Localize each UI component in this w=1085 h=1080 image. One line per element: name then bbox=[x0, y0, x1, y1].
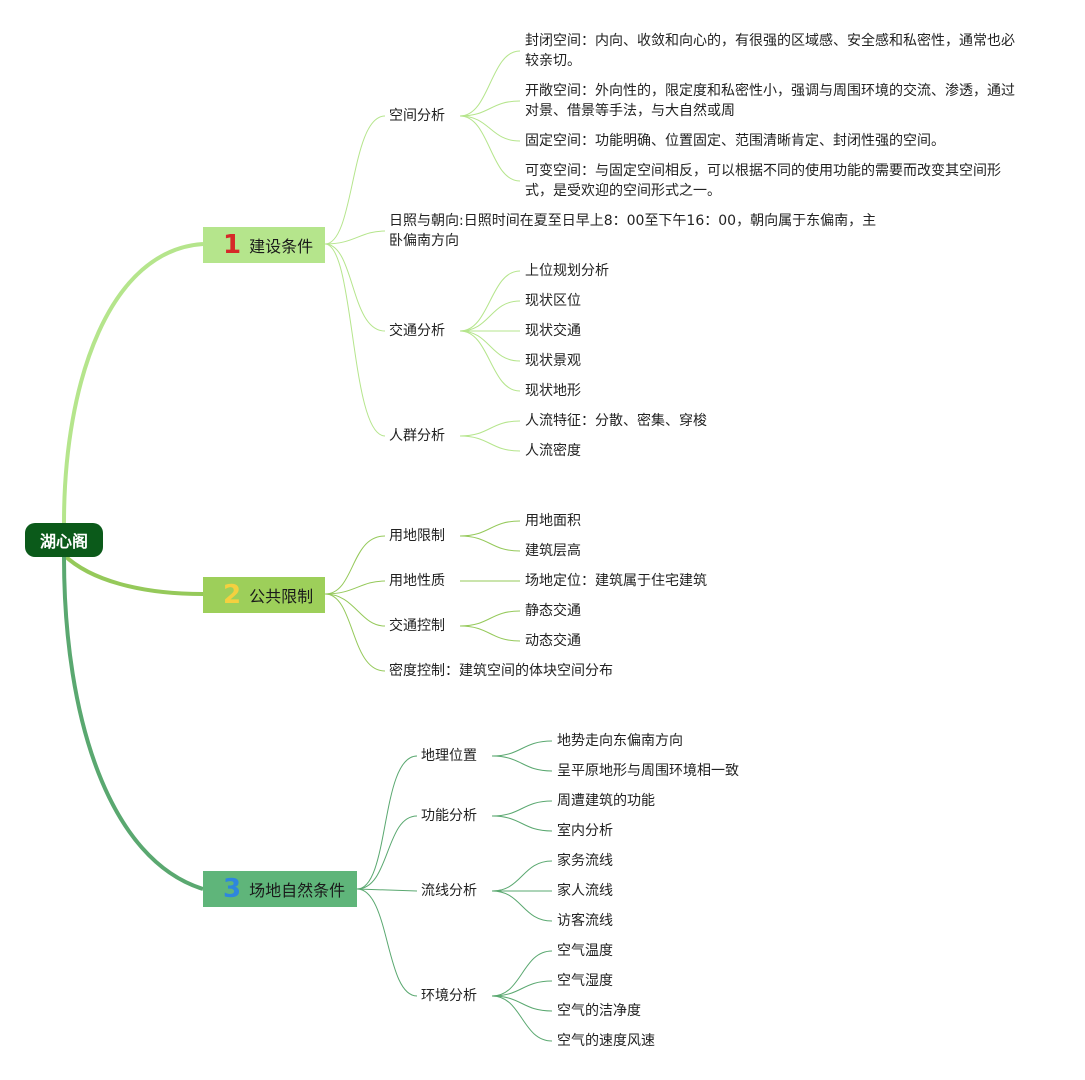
topic-space-analysis[interactable]: 空间分析 bbox=[389, 108, 445, 124]
branch-node-3[interactable]: 3 场地自然条件 bbox=[203, 871, 357, 907]
leaf-variable-space[interactable]: 可变空间：与固定空间相反，可以根据不同的使用功能的需要而改变其空间形式，是受欢迎… bbox=[525, 163, 1001, 199]
leaf-site-position[interactable]: 场地定位：建筑属于住宅建筑 bbox=[525, 573, 707, 589]
leaf-surrounding-function[interactable]: 周遭建筑的功能 bbox=[557, 793, 655, 809]
leaf-crowd-density[interactable]: 人流密度 bbox=[525, 443, 581, 459]
leaf-family-flow[interactable]: 家人流线 bbox=[557, 883, 613, 899]
leaf-closed-space[interactable]: 封闭空间：内向、收敛和向心的，有很强的区域感、安全感和私密性，通常也必较亲切。 bbox=[525, 33, 1015, 69]
topic-flow-analysis[interactable]: 流线分析 bbox=[421, 883, 477, 899]
topic-environment-analysis[interactable]: 环境分析 bbox=[421, 988, 477, 1004]
root-node[interactable]: 湖心阁 bbox=[25, 523, 103, 557]
leaf-visitor-flow[interactable]: 访客流线 bbox=[557, 913, 613, 929]
leaf-static-traffic[interactable]: 静态交通 bbox=[525, 603, 581, 619]
topic-crowd-analysis[interactable]: 人群分析 bbox=[389, 428, 445, 444]
leaf-upper-planning[interactable]: 上位规划分析 bbox=[525, 263, 609, 279]
leaf-air-cleanliness[interactable]: 空气的洁净度 bbox=[557, 1003, 641, 1019]
leaf-air-wind-speed[interactable]: 空气的速度风速 bbox=[557, 1033, 655, 1049]
leaf-floor-height[interactable]: 建筑层高 bbox=[525, 543, 581, 559]
number-badge: 3 bbox=[223, 874, 242, 904]
edges-branch3 bbox=[356, 740, 553, 1042]
leaf-current-traffic[interactable]: 现状交通 bbox=[525, 323, 581, 339]
edge-root-branch3 bbox=[62, 556, 204, 891]
leaf-air-temperature[interactable]: 空气温度 bbox=[557, 943, 613, 959]
branch-label: 公共限制 bbox=[249, 587, 314, 606]
leaf-terrain-direction[interactable]: 地势走向东偏南方向 bbox=[557, 733, 683, 749]
leaf-crowd-feature[interactable]: 人流特征：分散、密集、穿梭 bbox=[525, 413, 707, 429]
edges-branch2 bbox=[324, 520, 521, 672]
number-badge: 2 bbox=[223, 580, 242, 610]
branch-node-2[interactable]: 2 公共限制 bbox=[203, 577, 325, 613]
topic-function-analysis[interactable]: 功能分析 bbox=[421, 808, 477, 824]
leaf-indoor-analysis[interactable]: 室内分析 bbox=[557, 823, 613, 839]
topic-traffic-control[interactable]: 交通控制 bbox=[389, 618, 445, 634]
topic-land-limit[interactable]: 用地限制 bbox=[389, 528, 445, 544]
number-badge: 1 bbox=[223, 230, 242, 260]
topic-traffic-analysis[interactable]: 交通分析 bbox=[389, 323, 445, 339]
leaf-fixed-space[interactable]: 固定空间：功能明确、位置固定、范围清晰肯定、封闭性强的空间。 bbox=[525, 133, 945, 149]
topic-land-nature[interactable]: 用地性质 bbox=[389, 573, 445, 589]
leaf-dynamic-traffic[interactable]: 动态交通 bbox=[525, 633, 581, 649]
leaf-current-terrain[interactable]: 现状地形 bbox=[525, 383, 581, 399]
branch-node-1[interactable]: 1 建设条件 bbox=[203, 227, 325, 263]
edge-root-branch2 bbox=[62, 553, 204, 596]
branch-label: 场地自然条件 bbox=[249, 881, 346, 900]
edges-branch1 bbox=[324, 50, 521, 452]
leaf-current-location[interactable]: 现状区位 bbox=[525, 293, 581, 309]
leaf-current-landscape[interactable]: 现状景观 bbox=[525, 353, 581, 369]
leaf-plain-terrain[interactable]: 呈平原地形与周围环境相一致 bbox=[557, 763, 739, 779]
topic-geo-location[interactable]: 地理位置 bbox=[421, 748, 477, 764]
topic-density-control[interactable]: 密度控制：建筑空间的体块空间分布 bbox=[389, 663, 613, 679]
leaf-open-space[interactable]: 开敞空间：外向性的，限定度和私密性小，强调与周围环境的交流、渗透，通过对景、借景… bbox=[525, 83, 1015, 119]
leaf-land-area[interactable]: 用地面积 bbox=[525, 513, 581, 529]
leaf-housework-flow[interactable]: 家务流线 bbox=[557, 853, 613, 869]
edge-root-branch1 bbox=[62, 242, 204, 524]
leaf-air-humidity[interactable]: 空气湿度 bbox=[557, 973, 613, 989]
branch-label: 建设条件 bbox=[249, 237, 314, 256]
topic-sunlight-orientation[interactable]: 日照与朝向:日照时间在夏至日早上8：00至下午16：00，朝向属于东偏南，主卧偏… bbox=[389, 213, 877, 249]
